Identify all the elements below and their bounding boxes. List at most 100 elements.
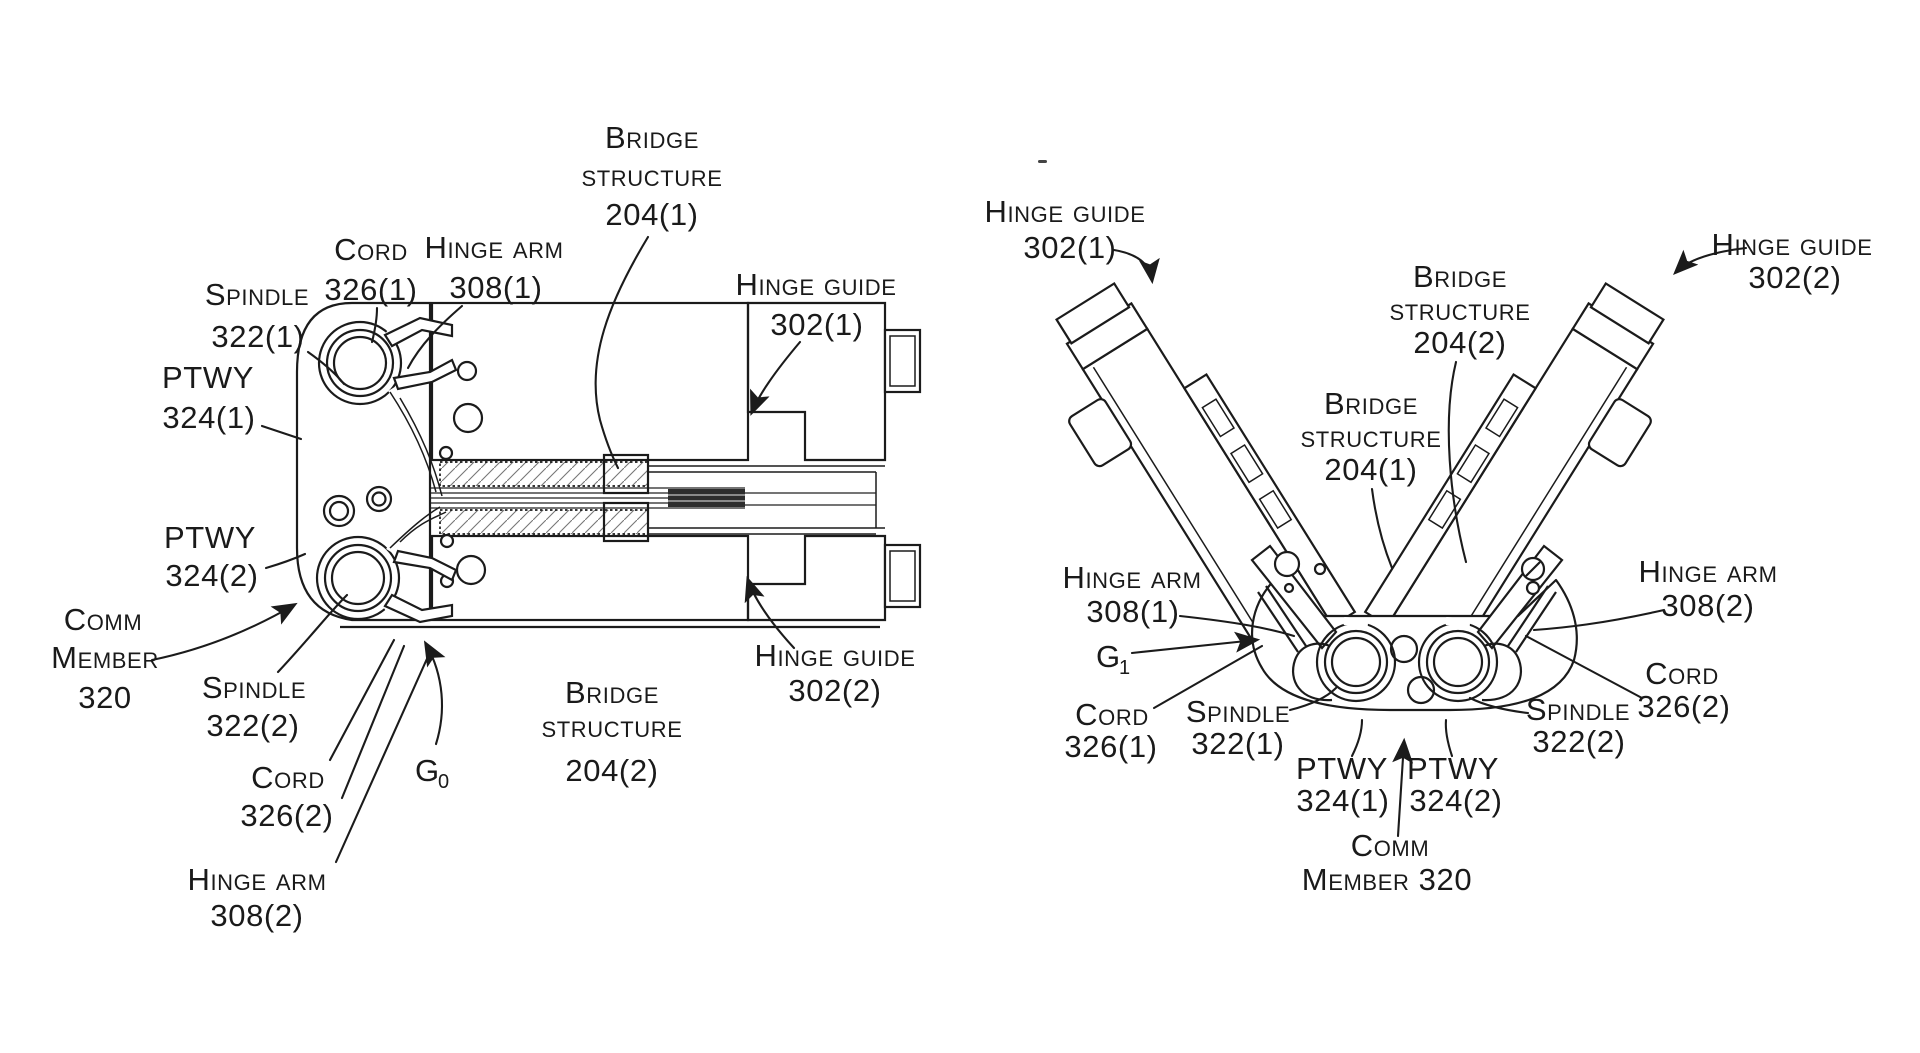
leader-ptwy-324-1-right [1350,718,1364,758]
left-arm-strip-seg-1 [1201,398,1236,438]
leader-comm-member-320 [150,602,298,662]
right-view-drawing [1038,160,1665,712]
label-r-bridge-structure-204-1-l0: Bridge [1324,386,1418,421]
leader-cord-326-2b [340,644,406,800]
leader-hinge-arm-308-2-right [1532,608,1666,632]
hinge-arm-hook-2a [383,593,454,624]
label-r-hinge-guide-302-1-l0: Hinge guide [984,194,1145,229]
guide-tab-1 [883,328,922,394]
leader-hinge-arm-308-1 [406,304,464,370]
label-g0-base: G [415,753,440,788]
leader-cord-326-1 [370,306,379,344]
upper-body-block [430,301,750,462]
label-hinge-guide-302-2-left-l1: 302(2) [788,673,881,708]
label-r-comm-member-320-l0: Comm [1351,828,1430,863]
right-arm-side-tab [1587,398,1652,468]
label-r-spindle-322-2-l1: 322(2) [1532,724,1625,759]
label-r-hinge-guide-302-2-l0: Hinge guide [1711,227,1872,262]
spindle-assembly-2 [315,506,458,624]
guide-tab-2 [883,543,922,609]
label-hinge-arm-308-1-l1: 308(1) [449,270,542,305]
cord-strand-2b [399,511,447,543]
leader-cord-326-2a [328,638,396,762]
label-bridge-structure-204-2-l1: structure [541,709,682,744]
leader-bridge-structure-204-1 [594,235,650,470]
leader-hinge-guide-302-2-right [1673,246,1748,275]
right-arm [1363,282,1665,667]
cord-strand-1a [389,391,437,493]
right-view-cords [1257,585,1557,702]
label-comm-member-320-l1: Member [51,640,159,675]
hinge-guide-block-2 [746,534,887,622]
label-comm-member-320-l2: 320 [78,680,132,715]
label-spindle-322-1-l1: 322(1) [211,319,304,354]
label-g1-base: G [1096,639,1121,674]
hinge-arm-hook-1b [392,358,458,391]
right-view-ptwy-ring-2 [1406,675,1436,705]
label-ptwy-324-1-l0: PTWY [162,360,254,395]
label-g1-sub: 1 [1119,657,1130,679]
screw-slot [1525,561,1541,577]
leader-bridge-structure-204-2-right [1447,360,1468,564]
leader-hinge-guide-302-1-right [1112,248,1160,285]
leader-hinge-arm-308-2 [334,650,432,864]
hinge-arm-hook-1a [383,316,454,348]
right-arm-strip-seg-1 [1484,398,1519,438]
label-ptwy-324-2-l0: PTWY [164,520,256,555]
label-hinge-arm-308-1-l0: Hinge arm [424,230,563,265]
spindle-assembly-1 [317,316,458,497]
right-arm-inner-line [1445,366,1628,656]
stray-mark [1038,160,1047,163]
leader-ptwy-324-1 [260,424,303,441]
label-r-hinge-guide-302-1-l1: 302(1) [1023,230,1116,265]
left-arm-tip [1055,282,1131,345]
label-r-bridge-structure-204-2-l0: Bridge [1413,259,1507,294]
leader-hinge-guide-302-1-left [750,340,802,416]
label-r-bridge-structure-204-1-l2: 204(1) [1324,452,1417,487]
left-arm-strip-seg-3 [1258,489,1293,530]
leader-g1 [1130,631,1261,655]
label-bridge-structure-204-2-l2: 204(2) [565,753,658,788]
label-spindle-322-1-l0: Spindle [205,277,309,312]
leader-hinge-arm-308-1-right [1178,614,1296,638]
left-view-drawing [295,301,922,629]
left-view-leaders [150,235,802,864]
hinge-arm-hook-2b [392,549,458,582]
right-view-spindle-1 [1315,617,1397,703]
cord-band-dark-segment [668,489,745,507]
label-r-hinge-arm-308-1-l0: Hinge arm [1062,560,1201,595]
right-view-spindle-2 [1417,617,1499,703]
cord-strand-2a [389,506,441,549]
label-r-spindle-322-1-l1: 322(1) [1191,726,1284,761]
label-r-comm-member-320-l1: Member 320 [1302,862,1472,897]
label-cord-326-2-l0: Cord [251,760,325,795]
leader-ptwy-324-2 [264,552,307,570]
bridge-structure-bar-2 [439,501,650,543]
label-cord-326-1-l0: Cord [334,232,408,267]
guide-tab-2-inner [889,550,916,602]
label-r-ptwy-324-1-l1: 324(1) [1296,783,1389,818]
label-r-bridge-structure-204-2-l2: 204(2) [1413,325,1506,360]
label-comm-member-320-l0: Comm [64,602,143,637]
label-r-cord-326-2-l0: Cord [1645,656,1719,691]
leader-spindle-322-2-right [1468,696,1530,715]
label-bridge-structure-204-1-l0: Bridge [605,120,699,155]
leader-hinge-guide-302-2-left [744,576,796,650]
right-view-labels: Hinge guide 302(1) Hinge guide 302(2) Br… [984,194,1872,897]
right-arm-strip-seg-2 [1456,443,1491,484]
label-r-hinge-arm-308-1-l1: 308(1) [1086,594,1179,629]
leader-cord-326-2-right [1524,634,1644,700]
left-view-labels: Bridge structure 204(1) Cord 326(1) Hing… [51,120,915,933]
label-cord-326-1-l1: 326(1) [324,272,417,307]
label-ptwy-324-1-l1: 324(1) [162,400,255,435]
label-bridge-structure-204-1-l2: 204(1) [605,197,698,232]
leader-bridge-structure-204-1-right [1370,487,1394,570]
label-r-hinge-arm-308-2-l1: 308(2) [1661,588,1754,623]
label-ptwy-324-2-l1: 324(2) [165,558,258,593]
leader-cord-326-1-right [1152,644,1264,710]
right-view-leaders [1112,246,1748,838]
label-hinge-arm-308-2-l0: Hinge arm [187,862,326,897]
left-arm-inner-line [1092,366,1275,656]
label-r-cord-326-1-l1: 326(1) [1064,729,1157,764]
